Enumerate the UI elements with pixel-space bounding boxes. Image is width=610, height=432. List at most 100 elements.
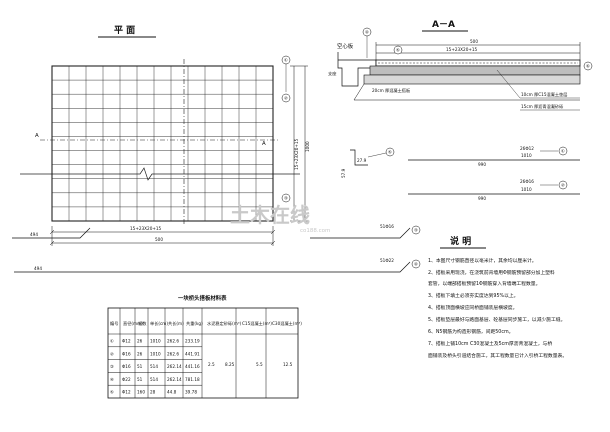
bar-tag-2: ② [284, 96, 288, 101]
section-tag-5: ⑤ [396, 48, 400, 53]
col-header: C15混凝土(m³) [242, 320, 272, 327]
merged-c15: 5.5 [256, 362, 263, 367]
merged-cement-gravel: 2.5 [208, 362, 215, 367]
bar-tag-circle [281, 93, 291, 103]
tag-circle [583, 61, 593, 71]
note-3: 3、搭板下填土必须夯实度达到95%以上。 [428, 292, 518, 299]
merged-c30: 12.5 [283, 362, 293, 367]
dim-tick [270, 229, 276, 235]
table-cell: ⑤ [110, 390, 114, 395]
label-bearing: 支座 [328, 70, 336, 77]
plan-grid [20, 59, 300, 226]
label-layer-bottom: 15cm 厚沥青混凝砂砾 [521, 103, 563, 110]
section-dim-total: 500 [470, 39, 478, 44]
bar-3-spec: 51Φ16 [380, 224, 394, 229]
section-mark-left: A [35, 133, 39, 139]
bar-5-height: 57.9 [341, 168, 346, 178]
watermark: 土木在线 co188.com [230, 203, 330, 234]
note-1: 1、本图尺寸钢筋直径以毫米计，其余均以厘米计。 [428, 257, 537, 264]
bar-5-tag-label: ⑤ [388, 150, 392, 155]
plan-bar-tags: ① ② ③ [281, 55, 291, 203]
col-header: 共长(m) [168, 320, 184, 327]
plan-break-line [20, 167, 300, 181]
section-tags: ④ ⑤ ⑥ [362, 27, 593, 71]
table-cell: 514 [150, 377, 158, 382]
note-5: 5、搭板垫层最好与路面基层、砼基层同步施工，以减少施工缝。 [428, 316, 565, 323]
bar-2-tag-label: ② [561, 183, 565, 188]
plan-title: 平 面 [114, 25, 135, 36]
col-header: 水泥稳定砂砾(m³) [207, 320, 242, 327]
watermark-logo-text: 土木在线 [230, 203, 310, 227]
tag-circle [393, 45, 403, 55]
bar-5-length: 27.9 [357, 158, 367, 163]
table-border [107, 307, 299, 399]
table-cell: 26 [137, 339, 143, 344]
gravel-layer [363, 74, 581, 85]
col-header: 共重(kg) [186, 320, 203, 327]
table-cell: 262.6 [167, 351, 179, 356]
bar-3-tag [411, 225, 421, 235]
table-cell: Φ16 [122, 364, 131, 369]
col-header: 根数 [138, 320, 147, 327]
plan-width-total: 500 [155, 237, 163, 242]
note-2: 2、搭板采用现浇，在浇筑前背墙用Φ钢筋预留部分加上塑料 [428, 269, 555, 276]
bar-4-dim: 494 [34, 266, 42, 271]
table-cell: Φ12 [122, 390, 131, 395]
note-7-cont: 面铺装及桥头引道结合施工，其工程数量已计入引桥工程数量表。 [428, 352, 567, 359]
callout-leader [496, 69, 521, 99]
table-cell: 26 [137, 351, 143, 356]
col-header: 单长(cm) [150, 320, 168, 327]
bar-1-spec: 26Φ12 [520, 146, 534, 151]
plan-dim-horizontal [49, 226, 276, 246]
notes-title: 说 明 [450, 235, 471, 247]
section-top-dims [375, 42, 581, 60]
bar-2-spec: 26Φ16 [520, 179, 534, 184]
plan-rebar-grid [52, 66, 273, 221]
bar-3-dim: 494 [30, 232, 38, 237]
bar-tag-circle [281, 55, 291, 65]
table-title: 一块桥头搭板材料表 [178, 294, 227, 302]
section-title: A－A [432, 20, 455, 30]
label-approach-slab: 20cm 厚混凝土搭板 [372, 87, 411, 94]
bar-details: 27.9 57.9 ⑤ 990 26Φ12 1010 ① 990 26Φ16 1… [12, 146, 580, 273]
table-cell: 441.16 [185, 364, 200, 369]
table-cell: ① [110, 339, 114, 344]
dim-tick [49, 240, 55, 246]
col-header: 编号 [110, 320, 118, 327]
table-cell: 1010 [150, 351, 161, 356]
dim-tick [270, 240, 276, 246]
watermark-url: co188.com [300, 228, 330, 234]
table-cell: Φ22 [122, 377, 131, 382]
material-table: 一块桥头搭板材料表 编号 直径(mm) 根数 单长(cm) 共长(m) 共重(k… [107, 294, 302, 399]
bar-4-spec: 51Φ22 [380, 258, 394, 263]
section-view: A－A 500 15+23X20+15 空心板 支座 ④ ⑤ ⑥ [328, 20, 593, 111]
notes-block: 说 明 1、本图尺寸钢筋直径以毫米计，其余均以厘米计。 2、搭板采用现浇，在浇筑… [428, 235, 567, 359]
table-cell: 262.6 [167, 339, 179, 344]
bar-1-tag [558, 146, 568, 156]
table-cell: 262.14 [167, 377, 182, 382]
approach-slab-layers [353, 59, 581, 101]
table-cell: ③ [110, 364, 114, 369]
bar-5-shape [350, 149, 368, 166]
table-cell: 44.8 [167, 390, 177, 395]
section-tag-4: ④ [365, 30, 369, 35]
bar-tag-3: ③ [284, 196, 288, 201]
table-cell: 51 [137, 364, 143, 369]
bar-4-tag-label: ④ [414, 262, 418, 267]
table-cell: ④ [110, 377, 114, 382]
bar-3-tag-label: ③ [414, 228, 418, 233]
note-6: 6、N5钢筋为构造形钢筋，间距50cm。 [428, 328, 513, 335]
concrete-cushion-layer [369, 65, 581, 76]
note-2-cont: 套管，以端部搭板预留1Φ钢筋穿入背墙端工程数量。 [428, 280, 540, 287]
col-header: 直径(mm) [123, 320, 143, 326]
bar-3-shape [12, 227, 91, 239]
bar-2-tag [558, 180, 568, 190]
table-cell: 514 [150, 364, 158, 369]
plan-width-detail: 15+23X20+15 [130, 226, 162, 231]
subgrade-line [353, 83, 580, 101]
table-cell: 781.18 [185, 377, 200, 382]
